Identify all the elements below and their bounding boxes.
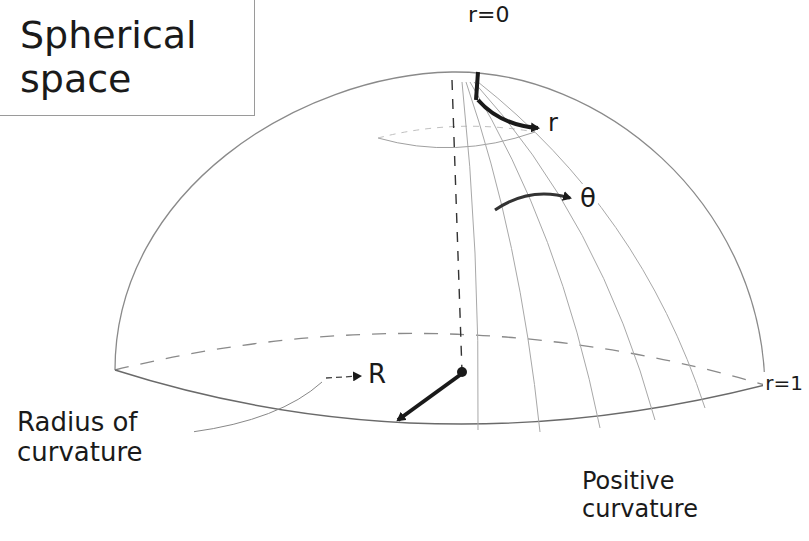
axis-line — [452, 80, 462, 372]
annotation-label: Positive curvature — [580, 468, 744, 523]
pole-mark — [476, 72, 478, 100]
theta-arrow — [495, 194, 570, 210]
base-back-arc — [115, 333, 765, 385]
base-front-arc — [115, 370, 765, 424]
annotation-label: θ — [578, 184, 598, 214]
title-box: Spherical space — [0, 0, 255, 116]
longitude-lines — [462, 82, 705, 432]
annotation-label: Radius of curvature — [15, 408, 194, 468]
pointer-dash — [326, 376, 360, 378]
r-arrow — [478, 100, 538, 128]
latitude-circle-back — [378, 126, 535, 138]
annotation-label: r — [546, 110, 560, 138]
radius-arrow — [398, 375, 460, 420]
annotation-label: r=1 — [763, 372, 805, 395]
annotation-label: r=0 — [466, 2, 511, 27]
title-text: Spherical space — [20, 14, 234, 101]
latitude-circle — [378, 132, 535, 148]
leader-line — [192, 382, 322, 432]
dome-outline — [115, 72, 765, 385]
annotation-label: R — [366, 360, 388, 390]
